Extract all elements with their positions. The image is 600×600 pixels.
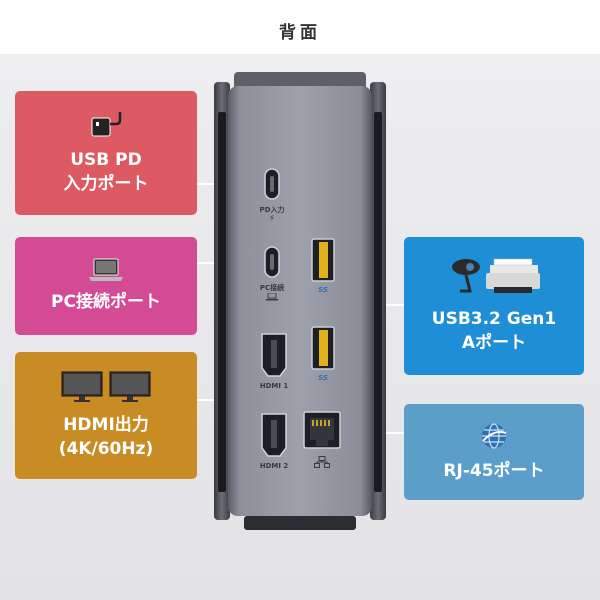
- docking-station-rear: PD入力 ⚡ PC接続 SS SS HDMI 1 HDMI 2: [214, 72, 386, 530]
- hdmi-label-line1: HDMI出力: [63, 414, 149, 435]
- network-globe-icon: [482, 423, 507, 449]
- pd-input-label: PD入力: [259, 206, 285, 214]
- rj45-label: RJ-45ポート: [443, 461, 545, 481]
- callout-hdmi-output: HDMI出力 (4K/60Hz): [15, 352, 197, 479]
- lightning-icon: ⚡: [268, 214, 276, 224]
- callout-usb-pd-input: USB PD 入力ポート: [15, 91, 197, 215]
- rj45-port: [303, 411, 341, 449]
- page-title: 背面: [279, 23, 321, 43]
- webcam-printer-icon: [452, 258, 540, 293]
- usb-a-port-2: [311, 326, 335, 370]
- superspeed-icon-2: SS: [318, 374, 328, 382]
- callout-usb-a-ports: USB3.2 Gen1 Aポート: [404, 237, 584, 375]
- pc-connect-label: PC接続: [259, 284, 285, 292]
- usb-a-port-1: [311, 238, 335, 282]
- usbc-pd-port: [264, 168, 280, 200]
- usb-pd-label-line1: USB PD: [70, 150, 142, 170]
- hdmi2-label: HDMI 2: [259, 462, 289, 470]
- usbc-pc-port: [264, 246, 280, 278]
- superspeed-icon-1: SS: [318, 286, 328, 294]
- network-symbol-icon: [314, 456, 330, 468]
- hdmi1-label: HDMI 1: [259, 382, 289, 390]
- callout-pc-connect: PC接続ポート: [15, 237, 197, 335]
- usb-pd-label-line2: 入力ポート: [63, 174, 149, 194]
- usb-a-label-line1: USB3.2 Gen1: [431, 309, 557, 329]
- power-adapter-icon: [91, 112, 122, 137]
- hdmi-port-2: [261, 413, 287, 457]
- hdmi-port-1: [261, 333, 287, 377]
- small-laptop-icon: [266, 293, 278, 301]
- laptop-icon: [89, 258, 123, 281]
- dual-monitor-icon: [61, 371, 151, 402]
- hdmi-label-line2: (4K/60Hz): [58, 438, 154, 459]
- pc-label: PC接続ポート: [51, 292, 161, 312]
- callout-rj45-port: RJ-45ポート: [404, 404, 584, 500]
- usb-a-label-line2: Aポート: [461, 333, 527, 353]
